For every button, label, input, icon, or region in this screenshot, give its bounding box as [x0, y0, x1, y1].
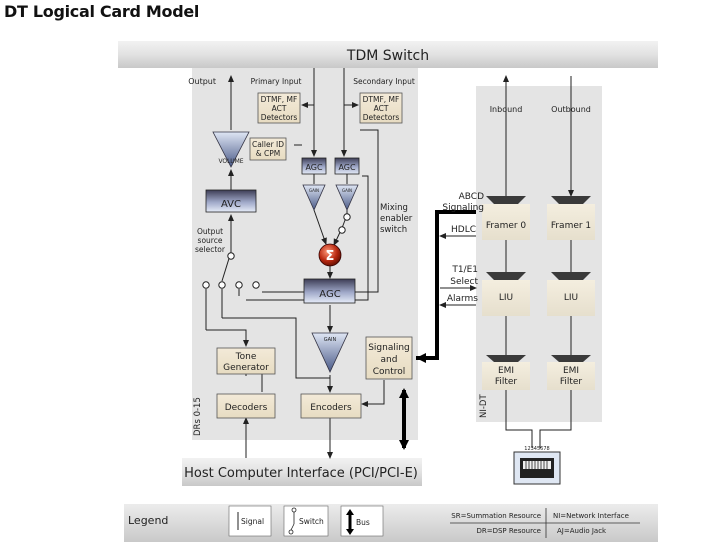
legend-title: Legend [128, 514, 168, 527]
mixing-switch-label-2: enabler [380, 214, 413, 224]
svg-text:ACT: ACT [272, 104, 287, 113]
encoders: Encoders [300, 393, 362, 419]
abcd-label-2: Signaling [442, 203, 484, 213]
mixing-switch-label-1: Mixing [380, 203, 408, 213]
selector-label-1: Output [197, 227, 223, 236]
gain-small-primary: GAIN [302, 184, 326, 211]
outbound-label: Outbound [551, 105, 591, 114]
liu-0: LIU [482, 272, 530, 316]
svg-text:Filter: Filter [495, 377, 518, 387]
svg-text:Signaling: Signaling [368, 343, 410, 353]
liu-1: LIU [547, 272, 595, 316]
svg-text:Switch: Switch [299, 517, 324, 526]
t1e1-label-2: Select [450, 277, 478, 287]
switch-contacts [202, 213, 351, 289]
hdlc-label: HDLC [451, 225, 476, 235]
svg-text:Detectors: Detectors [261, 113, 298, 122]
agc-main: AGC [303, 278, 356, 304]
abcd-label-1: ABCD [459, 192, 484, 202]
tdm-switch-label: TDM Switch [346, 48, 429, 64]
host-interface-label: Host Computer Interface (PCI/PCI-E) [184, 466, 418, 481]
rj-jack-icon: 12345678 [513, 446, 561, 485]
ni-dt-label: NI-DT [479, 394, 489, 418]
svg-text:AGC: AGC [338, 163, 356, 172]
mixing-switch-label-3: switch [380, 225, 407, 235]
host-interface-bar: Host Computer Interface (PCI/PCI-E) [182, 458, 422, 486]
gain-main: GAIN [311, 332, 349, 373]
svg-text:Bus: Bus [356, 518, 370, 527]
volume-amplifier: VOLUME [212, 131, 250, 168]
drs-label: DRs 0-15 [193, 397, 203, 436]
tone-generator: Tone Generator [216, 347, 276, 375]
svg-text:LIU: LIU [564, 293, 578, 303]
selector-label-3: selector [195, 245, 226, 254]
svg-text:DTMF, MF: DTMF, MF [363, 95, 400, 104]
legend-dr: DR=DSP Resource [476, 527, 541, 535]
svg-text:Control: Control [373, 367, 406, 377]
svg-text:GAIN: GAIN [342, 188, 352, 193]
legend-bus: Bus [340, 505, 384, 537]
svg-text:AGC: AGC [305, 163, 323, 172]
svg-text:Encoders: Encoders [310, 403, 352, 413]
caller-id-cpm: Caller ID & CPM [249, 137, 287, 161]
signaling-control: Signaling and Control [365, 336, 413, 380]
output-label: Output [188, 77, 216, 86]
svg-text:Framer 1: Framer 1 [551, 221, 591, 231]
legend-switch: Switch [283, 505, 329, 537]
decoders: Decoders [216, 393, 276, 419]
svg-text:and: and [381, 355, 398, 365]
svg-text:GAIN: GAIN [309, 188, 319, 193]
svg-text:Tone: Tone [235, 352, 257, 362]
selector-label-2: source [198, 236, 223, 245]
secondary-input-label: Secondary Input [353, 77, 415, 86]
svg-text:& CPM: & CPM [256, 149, 280, 158]
svg-text:VOLUME: VOLUME [218, 158, 243, 165]
agc-small-primary: AGC [301, 157, 327, 175]
svg-text:Caller ID: Caller ID [252, 140, 284, 149]
svg-text:GAIN: GAIN [324, 337, 337, 343]
svg-text:DTMF, MF: DTMF, MF [261, 95, 298, 104]
framer-1: Framer 1 [547, 196, 595, 240]
svg-text:Framer 0: Framer 0 [486, 221, 527, 231]
svg-text:AGC: AGC [319, 289, 340, 300]
legend-signal: Signal [228, 505, 272, 537]
framer-0: Framer 0 [482, 196, 530, 240]
svg-text:AVC: AVC [221, 199, 241, 210]
detectors-primary: DTMF, MF ACT Detectors [257, 92, 301, 124]
svg-text:Decoders: Decoders [225, 403, 268, 413]
svg-text:EMI: EMI [563, 366, 579, 376]
legend-sr: SR=Summation Resource [451, 512, 541, 520]
svg-text:Filter: Filter [560, 377, 583, 387]
svg-text:12345678: 12345678 [524, 446, 549, 452]
summation-node: Σ [318, 243, 342, 267]
legend: Legend Signal Switch Bus SR=Summation Re… [124, 504, 658, 542]
svg-text:EMI: EMI [498, 366, 514, 376]
emi-filter-0: EMI Filter [482, 355, 530, 390]
page-title: DT Logical Card Model [4, 2, 200, 21]
tdm-switch-bar: TDM Switch [118, 41, 658, 68]
svg-text:Signal: Signal [241, 517, 264, 526]
inbound-label: Inbound [490, 105, 523, 114]
svg-text:LIU: LIU [499, 293, 513, 303]
primary-input-label: Primary Input [251, 77, 302, 86]
legend-aj: AJ=Audio Jack [557, 527, 607, 535]
detectors-secondary: DTMF, MF ACT Detectors [359, 92, 403, 124]
gain-small-secondary: GAIN [335, 184, 359, 211]
t1e1-label-1: T1/E1 [451, 265, 478, 275]
svg-text:ACT: ACT [374, 104, 389, 113]
svg-text:Generator: Generator [223, 363, 269, 373]
legend-ni: NI=Network Interface [553, 512, 629, 520]
svg-text:Detectors: Detectors [363, 113, 400, 122]
alarms-label: Alarms [447, 294, 478, 304]
avc-block: AVC [205, 189, 257, 213]
network-signal-lines [439, 75, 574, 448]
svg-text:Σ: Σ [326, 249, 335, 264]
agc-small-secondary: AGC [334, 157, 360, 175]
emi-filter-1: EMI Filter [547, 355, 595, 390]
